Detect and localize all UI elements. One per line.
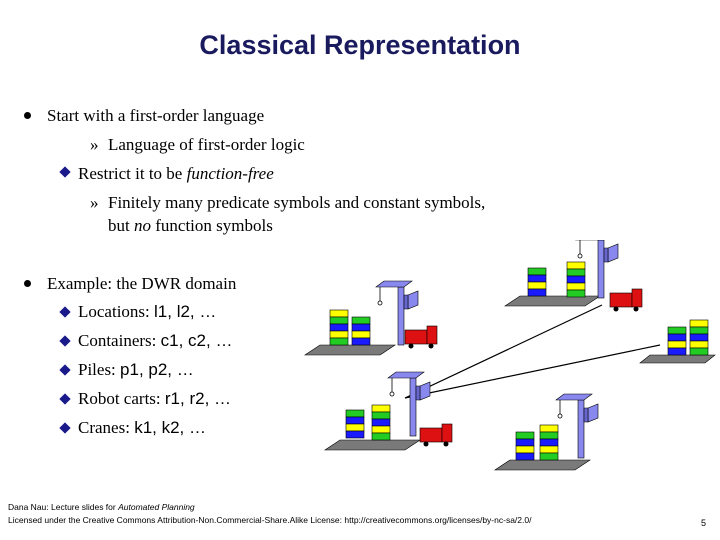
location-top-right [504, 240, 643, 312]
raquo-marker: » [90, 135, 99, 154]
bullet-dwr-domain: Example: the DWR domain [47, 274, 237, 293]
location-bottom [494, 393, 599, 471]
bullet-dot [24, 112, 31, 119]
location-bottom-left [324, 371, 453, 451]
sub-finitely-many: Finitely many predicate symbols and cons… [108, 193, 486, 212]
slide-title: Classical Representation [199, 30, 521, 60]
function-free-text: Restrict it to be [78, 164, 183, 183]
item-piles: Piles: p1, p2, … [78, 360, 194, 380]
piles-value: p1, p2, … [120, 360, 194, 379]
location-top-left [304, 280, 438, 356]
containers-label: Containers: [78, 331, 157, 350]
item-containers: Containers: c1, c2, … [78, 331, 232, 351]
item-cranes: Cranes: k1, k2, … [78, 418, 206, 438]
footer-author: Dana Nau: Lecture slides for Automated P… [8, 502, 195, 512]
page-number: 5 [700, 518, 706, 528]
footer-license: Licensed under the Creative Commons Attr… [8, 515, 532, 525]
sub-function-free: Restrict it to be function-free [78, 164, 274, 184]
diamond-bullet [59, 422, 71, 434]
sub-no-function-symbols: but no function symbols [108, 216, 273, 236]
function-free-emph: function-free [186, 164, 274, 183]
diamond-bullet [59, 335, 71, 347]
item-robot-carts: Robot carts: r1, r2, … [78, 389, 231, 409]
bullet-dot [24, 280, 31, 287]
locations-label: Locations: [78, 302, 150, 321]
diamond-bullet [59, 364, 71, 376]
location-right [639, 319, 716, 364]
diamond-bullet [59, 393, 71, 405]
bullet-first-order-language: Start with a first-order language [47, 106, 265, 125]
dwr-domain-illustration [304, 240, 716, 471]
diamond-bullet [59, 306, 71, 318]
containers-value: c1, c2, … [160, 331, 233, 350]
cranes-value: k1, k2, … [134, 418, 206, 437]
piles-label: Piles: [78, 360, 116, 379]
diamond-bullet [59, 166, 71, 178]
no-function-pre: but [108, 216, 130, 235]
item-locations: Locations: l1, l2, … [78, 302, 216, 322]
footer-book-title: Automated Planning [118, 502, 195, 512]
sub-first-order-logic: Language of first-order logic [108, 135, 305, 154]
footer-author-text: Dana Nau: Lecture slides for [8, 502, 116, 512]
no-function-emph: no [133, 216, 151, 235]
locations-value: l1, l2, … [154, 302, 217, 321]
no-function-post: function symbols [155, 216, 273, 235]
raquo-marker: » [90, 193, 99, 212]
carts-value: r1, r2, … [164, 389, 232, 408]
carts-label: Robot carts: [78, 389, 161, 408]
cranes-label: Cranes: [78, 418, 130, 437]
